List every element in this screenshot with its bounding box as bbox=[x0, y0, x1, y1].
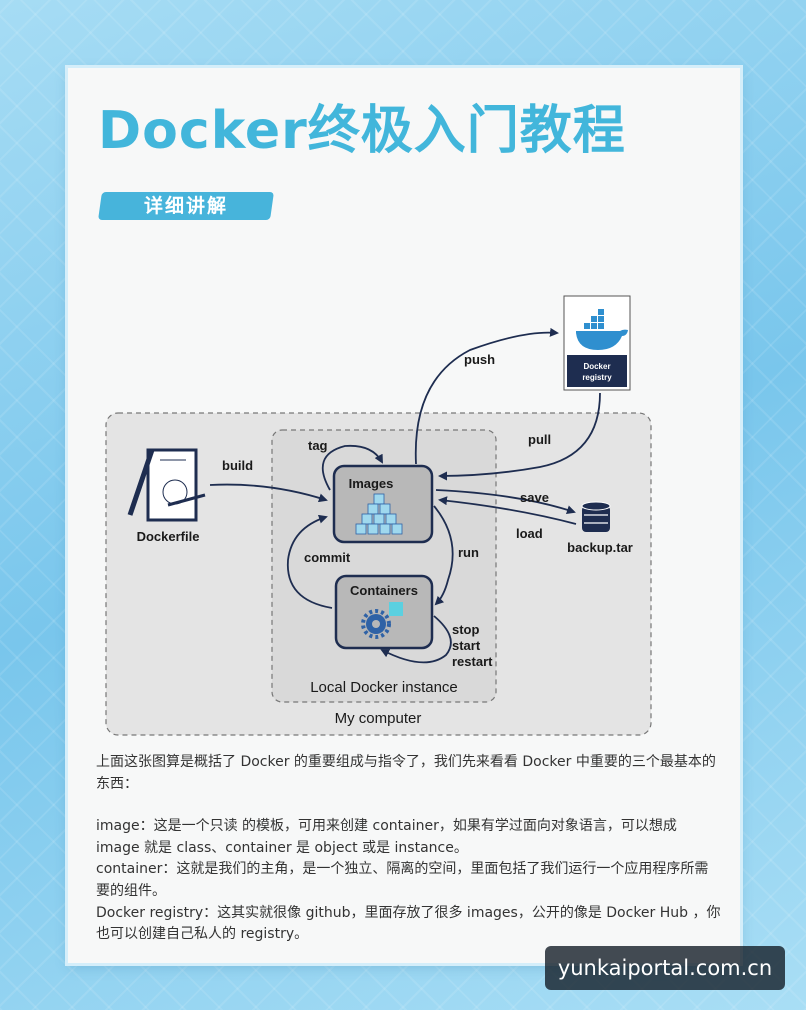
save-label: save bbox=[520, 490, 549, 505]
load-label: load bbox=[516, 526, 543, 541]
container-paragraph: container：这就是我们的主角，是一个独立、隔离的空间，里面包括了我们运行… bbox=[96, 861, 709, 899]
run-arrow bbox=[433, 505, 454, 606]
tag-label: tag bbox=[308, 438, 328, 453]
description: 上面这张图算是概括了 Docker 的重要组成与指令了，我们先来看看 Docke… bbox=[96, 752, 722, 946]
backup-node: backup.tar bbox=[567, 501, 633, 555]
whale-icon bbox=[576, 309, 628, 350]
run-label: run bbox=[458, 545, 479, 560]
local-instance-label: Local Docker instance bbox=[310, 679, 458, 696]
push-arrow bbox=[414, 327, 559, 465]
containers-label: Containers bbox=[350, 583, 418, 598]
subtitle-text: 详细讲解 bbox=[143, 195, 228, 217]
restart-label: restart bbox=[452, 654, 493, 669]
watermark: yunkaiportal.com.cn bbox=[545, 946, 785, 990]
build-label: build bbox=[222, 458, 253, 473]
docker-registry-node: Docker registry bbox=[563, 295, 631, 391]
push-label: push bbox=[464, 352, 495, 367]
registry-label-2: registry bbox=[582, 373, 612, 382]
images-label: Images bbox=[349, 476, 394, 491]
teal-square bbox=[389, 602, 403, 616]
backup-label: backup.tar bbox=[567, 540, 633, 555]
registry-paragraph: Docker registry：这其实就很像 github，里面存放了很多 im… bbox=[96, 904, 721, 943]
save-arrow bbox=[435, 489, 576, 515]
intro-paragraph: 上面这张图算是概括了 Docker 的重要组成与指令了，我们先来看看 Docke… bbox=[96, 754, 716, 792]
stacked-cubes-icon bbox=[355, 493, 403, 535]
gear-icon bbox=[361, 609, 391, 639]
pull-label: pull bbox=[528, 432, 551, 447]
image-paragraph: image：这是一个只读 的模板，可用来创建 container，如果有学过面向… bbox=[96, 818, 682, 856]
commit-label: commit bbox=[304, 550, 351, 565]
registry-label-1: Docker bbox=[583, 362, 610, 371]
containers-node: Containers bbox=[334, 574, 434, 650]
commit-arrow bbox=[287, 514, 333, 609]
restart-arrow bbox=[380, 615, 452, 664]
start-label: start bbox=[452, 638, 481, 653]
load-arrow bbox=[438, 496, 577, 525]
pull-arrow bbox=[438, 392, 601, 481]
build-arrow bbox=[209, 483, 328, 503]
stop-label: stop bbox=[452, 622, 480, 637]
tag-arrow bbox=[321, 444, 383, 491]
blueprint-icon bbox=[127, 448, 206, 522]
images-node: Images bbox=[332, 464, 434, 544]
database-icon bbox=[581, 501, 611, 532]
page-title: Docker终极入门教程 bbox=[98, 101, 626, 161]
dockerfile-node: Dockerfile bbox=[127, 448, 206, 544]
my-computer-label: My computer bbox=[335, 710, 422, 727]
dockerfile-label: Dockerfile bbox=[137, 529, 200, 544]
